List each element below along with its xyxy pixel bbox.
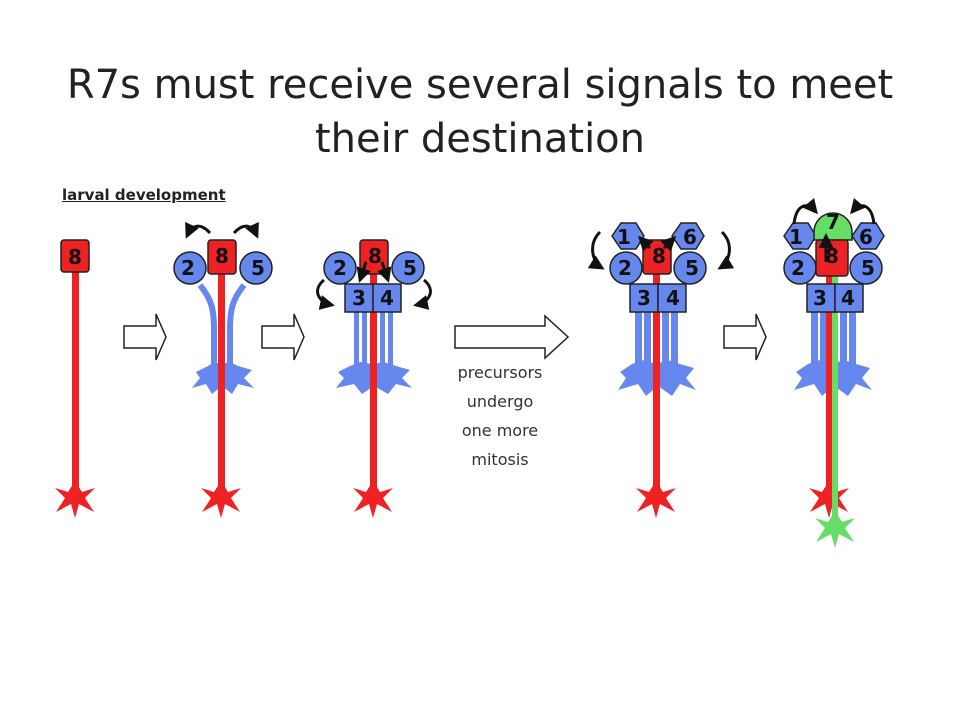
stage-label: larval development <box>62 186 226 204</box>
r8-axon <box>653 268 660 500</box>
r2-cell <box>173 251 207 285</box>
mitosis-caption: precursors undergo one more mitosis <box>445 358 555 474</box>
r8-terminal <box>636 481 676 518</box>
r6-label: 6 <box>683 225 697 249</box>
r3-label: 3 <box>813 286 827 310</box>
caption-line: one more <box>461 421 539 440</box>
signal-arrow <box>232 221 259 239</box>
caption-line: undergo <box>466 392 534 411</box>
r4-label: 4 <box>841 286 855 310</box>
stage-5: 7 1 6 2 8 5 3 4 <box>783 197 885 548</box>
signal-arrow <box>850 197 876 225</box>
r3-label: 3 <box>637 286 651 310</box>
r5-cell <box>239 251 273 285</box>
r3-cell <box>344 283 374 313</box>
r6-cell <box>851 222 885 250</box>
r5-label: 5 <box>685 256 699 280</box>
r2-label: 2 <box>333 256 347 280</box>
signal-arrow <box>717 230 735 270</box>
r3-cell <box>629 283 659 313</box>
next-stage-arrow <box>123 313 167 361</box>
r1-label: 1 <box>617 225 631 249</box>
r8-label: 8 <box>68 245 82 269</box>
outer-axon <box>388 312 393 374</box>
signal-arrow <box>316 278 335 310</box>
r4-label: 4 <box>666 286 680 310</box>
signal-arrow <box>587 230 605 270</box>
outer-axon <box>840 310 847 376</box>
signal-arrow <box>660 235 677 252</box>
outer-axon <box>354 312 359 374</box>
signal-arrow <box>377 261 392 283</box>
r2-label: 2 <box>791 256 805 280</box>
stage-2: 2 8 5 <box>173 221 273 518</box>
r5-cell <box>673 251 707 285</box>
mitosis-arrow <box>454 314 570 360</box>
r7-terminal <box>815 511 855 548</box>
r8-cell <box>207 239 237 275</box>
outer-axon <box>635 310 642 376</box>
outer-axon <box>644 310 651 376</box>
caption-line: precursors <box>457 363 543 382</box>
r8-terminal <box>809 481 849 518</box>
r8-label: 8 <box>368 244 382 268</box>
r5-cell <box>391 251 425 285</box>
outer-axon <box>671 310 678 376</box>
r8-terminal <box>55 481 95 518</box>
r8-axon <box>218 268 225 500</box>
outer-axon <box>820 310 827 376</box>
r2-label: 2 <box>181 256 195 280</box>
r8-axon <box>826 268 832 500</box>
stage-4: 1 6 2 8 5 3 4 <box>587 222 735 518</box>
stage-3: 2 8 5 3 4 <box>316 239 432 518</box>
outer-axon <box>662 310 669 376</box>
outer-axon <box>811 310 818 376</box>
caption-line: mitosis <box>471 450 529 469</box>
r5-label: 5 <box>861 256 875 280</box>
r3-cell <box>806 283 836 313</box>
next-stage-arrow <box>723 313 767 361</box>
r4-label: 4 <box>380 286 394 310</box>
r4-cell <box>834 283 864 313</box>
r8-label: 8 <box>215 244 229 268</box>
r2-cell <box>609 251 643 285</box>
r4-cell <box>372 283 402 313</box>
r5-cell <box>849 251 883 285</box>
signal-arrow <box>792 197 818 225</box>
outer-axon <box>380 312 385 374</box>
r8-terminal <box>353 481 393 518</box>
r4-cell <box>657 283 687 313</box>
signal-arrow <box>637 235 654 252</box>
r8-cell <box>60 239 90 273</box>
r2-axon <box>197 283 217 375</box>
r7-axon <box>832 268 838 530</box>
signal-arrow <box>356 261 371 283</box>
outer-axon <box>849 310 856 376</box>
r5-axon <box>227 283 247 375</box>
r1-label: 1 <box>789 225 803 249</box>
r8-terminal <box>201 481 241 518</box>
signal-arrow <box>413 278 432 310</box>
r2-cell <box>323 251 357 285</box>
r7-label: 7 <box>826 210 840 234</box>
next-stage-arrow <box>261 313 305 361</box>
r8-axon <box>370 268 377 500</box>
r3-label: 3 <box>352 286 366 310</box>
r8-axon <box>72 268 79 500</box>
r6-cell <box>671 222 705 250</box>
r8-label: 8 <box>825 244 839 268</box>
stage-1: 8 <box>55 239 95 518</box>
r2-label: 2 <box>618 256 632 280</box>
r5-label: 5 <box>251 256 265 280</box>
r5-label: 5 <box>403 256 417 280</box>
r8-cell <box>359 239 389 275</box>
outer-axon <box>362 312 367 374</box>
signal-arrow <box>185 221 212 239</box>
slide-title: R7s must receive several signals to meet… <box>66 62 894 162</box>
r6-label: 6 <box>859 225 873 249</box>
